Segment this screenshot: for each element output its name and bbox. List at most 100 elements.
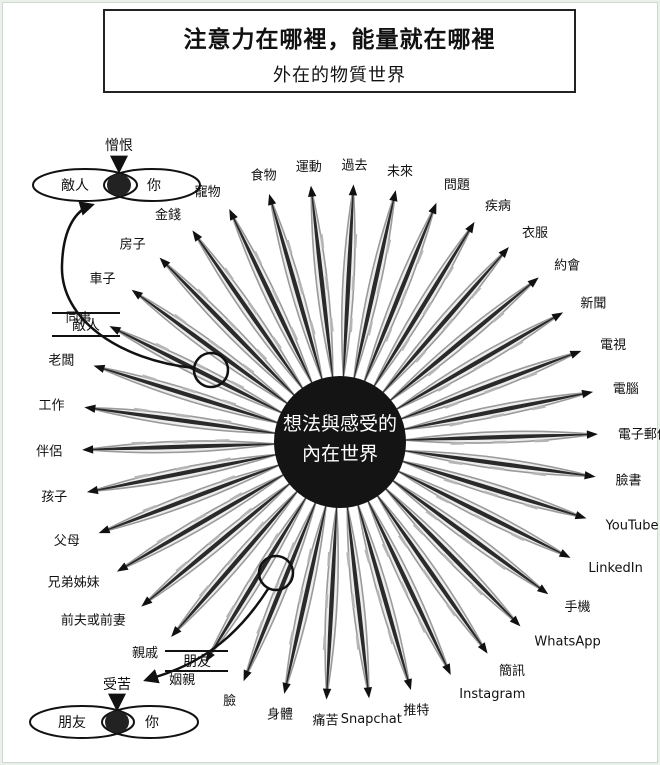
friend-label: 朋友 — [58, 715, 86, 731]
ray-label-1: 未來 — [387, 165, 413, 180]
ray-30 — [93, 364, 280, 424]
ray-19 — [322, 505, 340, 700]
ray-label-32: 車子 — [89, 272, 115, 287]
ray-17 — [356, 503, 412, 691]
hate-label: 憎恨 — [105, 137, 133, 154]
ray-label-0: 過去 — [341, 158, 367, 173]
ray-6 — [394, 312, 564, 411]
ray-label-13: 手機 — [565, 600, 591, 615]
you-label-top: 你 — [147, 178, 161, 194]
ray-9 — [403, 430, 598, 445]
ray-8 — [402, 389, 594, 431]
hate-overlap — [107, 174, 131, 196]
rays-group — [82, 184, 598, 700]
ray-11 — [400, 460, 587, 520]
you-ellipse-bottom — [101, 705, 199, 739]
ray-label-9: 電子郵件 — [618, 428, 660, 443]
ray-23 — [171, 489, 299, 638]
ray-33 — [159, 257, 296, 397]
ray-1 — [353, 190, 398, 380]
you-ellipse-top — [103, 168, 201, 202]
ray-label-14: WhatsApp — [534, 635, 600, 650]
friend-bar-label: 朋友 — [183, 654, 211, 670]
ray-14 — [384, 487, 521, 627]
center-label-line1: 想法與感受的 — [283, 413, 397, 435]
ray-4 — [381, 246, 509, 395]
you-label-bottom: 你 — [145, 715, 159, 731]
ray-label-22: 姻親 — [169, 673, 195, 688]
inner-world-circle — [274, 376, 406, 508]
ray-label-6: 新聞 — [580, 295, 606, 311]
ray-label-35: 寵物 — [195, 184, 221, 200]
ray-15 — [375, 493, 488, 654]
ray-18 — [346, 505, 373, 699]
ray-label-20: 身體 — [267, 706, 293, 722]
ray-label-10: 臉書 — [616, 473, 642, 488]
enemy-connector-arrow — [60, 201, 195, 370]
ray-label-21: 臉 — [223, 694, 236, 709]
ray-label-11: YouTube — [605, 518, 659, 533]
ray-label-8: 電腦 — [613, 382, 639, 397]
ray-25 — [116, 473, 286, 572]
enemy-focus-circle — [192, 351, 230, 389]
ray-27 — [86, 453, 278, 495]
suffer-label: 受苦 — [103, 677, 131, 693]
ray-label-3: 疾病 — [485, 199, 511, 214]
hate-venn: 憎恨 敵人 你 — [32, 137, 201, 202]
ray-10 — [403, 449, 596, 480]
friend-bar: 朋友 — [165, 650, 228, 672]
ray-35 — [229, 208, 314, 385]
ray-label-2: 問題 — [444, 178, 470, 193]
ray-2 — [363, 202, 437, 384]
ray-label-18: Snapchat — [341, 712, 402, 727]
suffer-overlap — [105, 711, 129, 733]
ray-label-12: LinkedIn — [588, 561, 642, 576]
ray-label-17: 推特 — [403, 703, 429, 718]
ray-label-23: 親戚 — [132, 646, 158, 661]
ray-label-28: 伴侶 — [36, 444, 62, 459]
title-box: 注意力在哪裡，能量就在哪裡 外在的物質世界 — [103, 9, 576, 93]
ray-26 — [98, 463, 281, 534]
ray-label-24: 前夫或前妻 — [61, 612, 126, 628]
ray-label-26: 父母 — [54, 534, 80, 549]
title-main: 注意力在哪裡，能量就在哪裡 — [183, 27, 496, 53]
ray-label-7: 電視 — [600, 338, 626, 353]
ray-label-15: 簡訊 — [499, 664, 525, 679]
friend-focus-circle — [257, 554, 295, 592]
ray-label-30: 老闆 — [48, 354, 74, 369]
ray-label-19: 痛苦 — [312, 713, 338, 729]
ray-31 — [109, 326, 284, 415]
ray-label-16: Instagram — [459, 687, 525, 702]
ray-label-25: 兄弟姊妹 — [48, 576, 100, 591]
ray-32 — [131, 289, 289, 405]
ray-label-36: 食物 — [251, 168, 277, 184]
ray-labels: 過去未來問題疾病衣服約會新聞電視電腦電子郵件臉書YouTubeLinkedIn手… — [36, 158, 660, 728]
ray-34 — [192, 230, 305, 391]
ray-37 — [307, 185, 334, 379]
ray-20 — [282, 504, 327, 694]
ray-13 — [391, 479, 549, 595]
ray-label-33: 房子 — [120, 236, 146, 252]
enemy-label: 敵人 — [61, 178, 89, 194]
ray-7 — [399, 350, 582, 421]
ray-0 — [340, 184, 358, 379]
ray-label-27: 孩子 — [41, 490, 67, 505]
center-label-line2: 內在世界 — [302, 443, 378, 465]
ray-label-34: 金錢 — [155, 207, 181, 223]
ray-label-37: 運動 — [296, 160, 322, 175]
ray-3 — [372, 221, 475, 388]
ray-label-4: 衣服 — [522, 225, 548, 241]
title-subtitle: 外在的物質世界 — [273, 65, 406, 86]
ray-36 — [268, 193, 324, 381]
ray-12 — [396, 469, 571, 558]
ray-28 — [82, 439, 277, 454]
ray-24 — [141, 482, 292, 607]
ray-5 — [388, 277, 539, 402]
suffer-venn: 受苦 朋友 你 — [29, 677, 199, 739]
ray-22 — [205, 496, 308, 663]
friend-connector-arrow — [143, 588, 270, 684]
ray-label-29: 工作 — [38, 399, 64, 414]
ray-16 — [366, 499, 451, 676]
ray-29 — [84, 404, 277, 435]
